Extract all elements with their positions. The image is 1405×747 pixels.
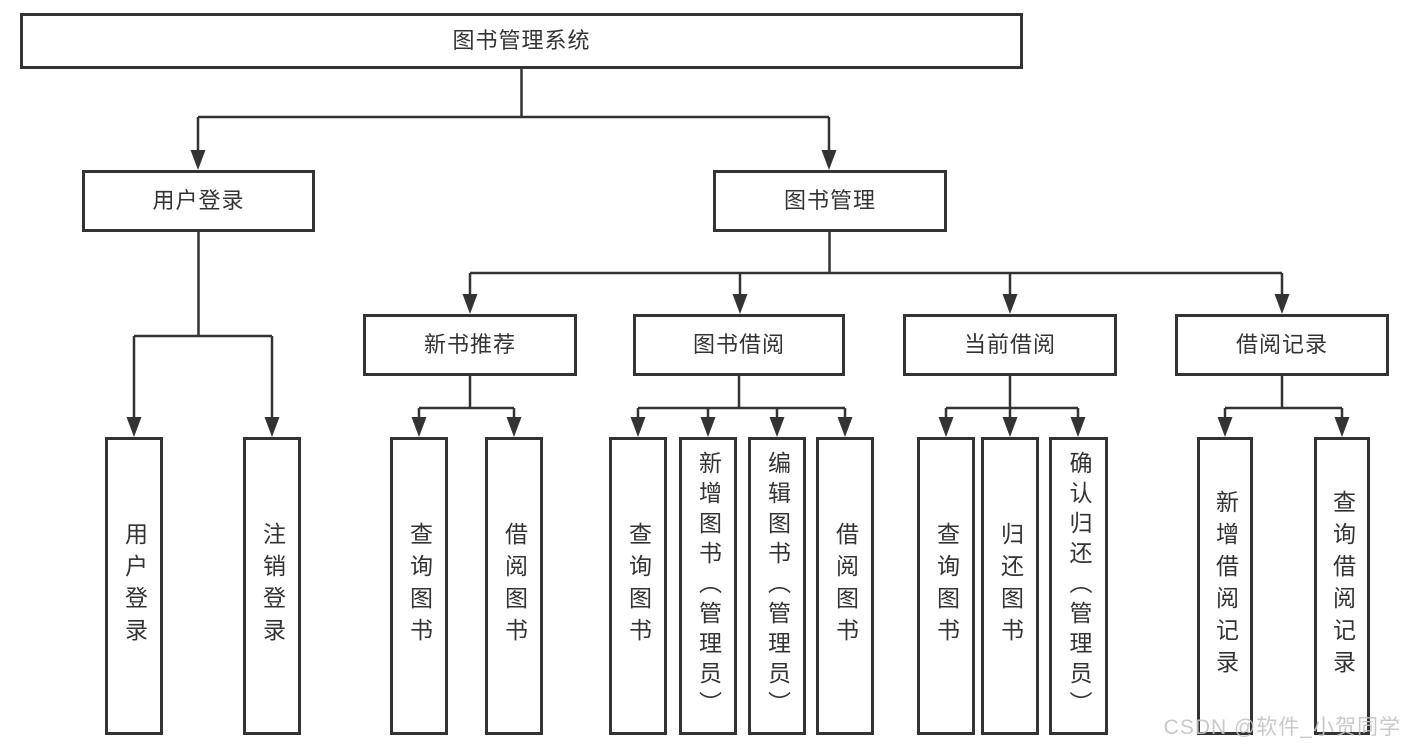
leaf-query-book-3: 查询图书 — [917, 437, 975, 735]
leaf-query-book-1: 查询图书 — [390, 437, 448, 735]
leaf-query-borrow-record: 查询借阅记录 — [1314, 437, 1370, 735]
arrowheads — [126, 150, 1350, 437]
leaf-edit-book-admin: 编辑图书（管理员） — [748, 437, 806, 735]
leaf-borrow-book-1: 借阅图书 — [485, 437, 543, 735]
leaf-logout: 注销登录 — [243, 437, 301, 735]
node-book-borrow: 图书借阅 — [633, 314, 845, 376]
node-root: 图书管理系统 — [20, 13, 1023, 69]
node-current-borrow: 当前借阅 — [903, 314, 1117, 376]
leaf-add-borrow-record: 新增借阅记录 — [1197, 437, 1253, 735]
leaf-return-book: 归还图书 — [981, 437, 1039, 735]
node-user-login: 用户登录 — [82, 170, 315, 232]
csdn-watermark: CSDN @软件_小贺同学 — [1163, 716, 1401, 739]
node-book-management: 图书管理 — [713, 170, 947, 232]
leaf-confirm-return-admin: 确认归还（管理员） — [1049, 437, 1108, 735]
node-borrow-record: 借阅记录 — [1175, 314, 1389, 376]
leaf-user-login: 用户登录 — [105, 437, 163, 735]
leaf-add-book-admin: 新增图书（管理员） — [679, 437, 737, 735]
leaf-query-book-2: 查询图书 — [609, 437, 667, 735]
leaf-borrow-book-2: 借阅图书 — [816, 437, 874, 735]
node-new-book-recommend: 新书推荐 — [363, 314, 577, 376]
